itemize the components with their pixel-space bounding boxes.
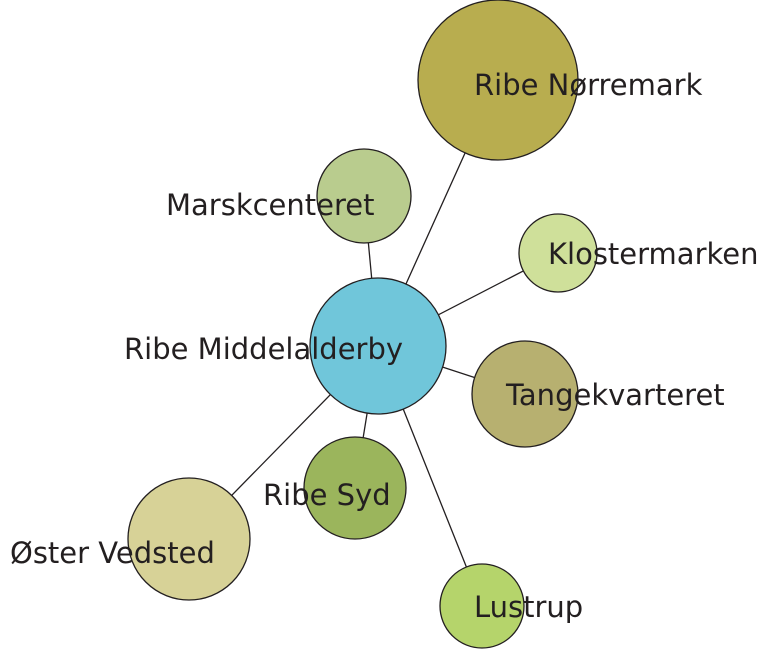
node-label: Øster Vedsted: [10, 536, 215, 570]
node-label: Klostermarken: [548, 237, 758, 271]
node-klostermarken: Klostermarken: [518, 213, 758, 293]
node-øster-vedsted: Øster Vedsted: [10, 477, 251, 601]
center-label: Ribe Middelalderby: [124, 332, 403, 366]
node-circle: [417, 0, 579, 161]
node-label: Lustrup: [474, 590, 583, 624]
node-label: Marskcenteret: [166, 188, 375, 222]
center-circle: [309, 277, 447, 415]
node-lustrup: Lustrup: [439, 563, 583, 649]
node-circle: [518, 213, 598, 293]
node-ribe-middelalderby: Ribe Middelalderby: [124, 277, 447, 415]
node-ribe-syd: Ribe Syd: [263, 436, 407, 540]
node-tangekvarteret: Tangekvarteret: [471, 340, 725, 448]
node-circle: [127, 477, 251, 601]
node-label: Ribe Nørremark: [474, 68, 703, 102]
node-circle: [471, 340, 579, 448]
node-ribe-nørremark: Ribe Nørremark: [417, 0, 703, 161]
node-circle: [439, 563, 525, 649]
node-label: Ribe Syd: [263, 478, 391, 512]
node-label: Tangekvarteret: [505, 378, 725, 412]
node-circle: [316, 148, 412, 244]
node-marskcenteret: Marskcenteret: [166, 148, 412, 244]
node-circle: [303, 436, 407, 540]
